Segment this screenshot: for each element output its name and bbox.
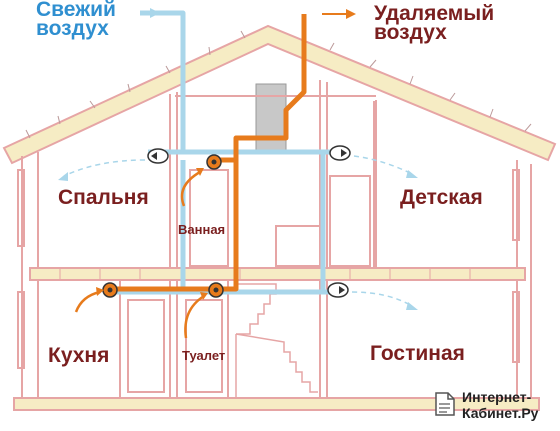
document-icon bbox=[435, 392, 455, 416]
room-label-kitchen: Кухня bbox=[48, 344, 110, 367]
floor-slab bbox=[29, 267, 526, 281]
exhaust-air-arrow-icon bbox=[346, 9, 356, 19]
watermark-line1: Интернет- bbox=[462, 389, 532, 405]
airflow-curves bbox=[58, 155, 418, 310]
flow-arrows bbox=[150, 8, 356, 19]
exhaust-curves bbox=[74, 168, 208, 339]
house-structure bbox=[17, 80, 532, 398]
watermark-line2: Кабинет.Ру bbox=[462, 405, 539, 421]
watermark: Интернет- Кабинет.Ру bbox=[432, 385, 556, 427]
fresh-air-arrow-icon bbox=[150, 8, 160, 18]
exhaust-air-label: Удаляемый воздух bbox=[374, 2, 495, 44]
room-label-toilet: Туалет bbox=[182, 348, 226, 363]
room-label-bathroom: Ванная bbox=[178, 222, 226, 237]
room-label-kids-room: Детская bbox=[400, 186, 483, 209]
fresh-air-label: Свежий воздух bbox=[36, 0, 116, 40]
roof bbox=[2, 24, 557, 165]
vents bbox=[102, 145, 351, 298]
ground-floor bbox=[13, 397, 540, 411]
fresh-air-line2: воздух bbox=[36, 17, 109, 40]
staircase bbox=[234, 283, 318, 398]
exhaust-air-line1: Удаляемый bbox=[374, 2, 495, 25]
room-label-living-room: Гостиная bbox=[370, 342, 465, 365]
exhaust-air-line2: воздух bbox=[374, 21, 447, 44]
fresh-air-line1: Свежий bbox=[36, 0, 116, 21]
room-label-bedroom: Спальня bbox=[58, 186, 149, 209]
